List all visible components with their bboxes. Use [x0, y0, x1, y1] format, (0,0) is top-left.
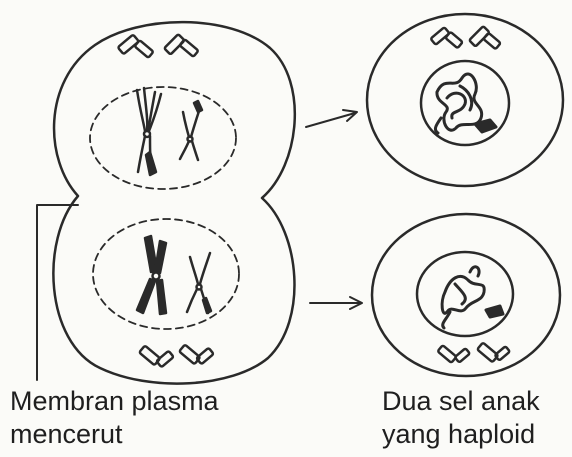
- lower-chromosome-large: [135, 234, 168, 316]
- upper-chromosome-large: [135, 86, 163, 177]
- dividing-cell-membrane: [52, 20, 297, 385]
- lower-nuclear-envelope: [92, 218, 240, 330]
- upper-daughter-nucleus: [419, 59, 511, 147]
- membrane-pointer-line: [36, 204, 79, 381]
- centriole-pair-bottom-left: [138, 345, 175, 368]
- lower-daughter-nucleus: [415, 250, 515, 338]
- lower-daughter-chromatin: [440, 265, 505, 330]
- lower-daughter-cell-membrane: [370, 212, 562, 378]
- daughter-cells-label: Dua sel anak yang haploid: [382, 385, 540, 451]
- upper-nuclear-envelope: [89, 86, 237, 190]
- lower-daughter-centriole-pair: [437, 342, 511, 364]
- membrane-label-line-1: Membran plasma: [10, 386, 219, 416]
- centriole-pair-top-left: [117, 34, 154, 59]
- upper-daughter-centriole-pair: [430, 25, 502, 50]
- daughter-cells-label-line-1: Dua sel anak: [382, 386, 540, 416]
- upper-daughter-cell-membrane: [365, 12, 565, 188]
- daughter-cells-label-line-2: yang haploid: [382, 419, 536, 449]
- lower-chromosome-small: [185, 251, 213, 315]
- arrow-to-lower-daughter: [309, 296, 363, 310]
- membrane-label-line-2: mencerut: [10, 419, 123, 449]
- centriole-pair-top-right: [163, 33, 199, 58]
- upper-daughter-chromatin: [433, 72, 498, 135]
- arrow-to-upper-daughter: [305, 109, 358, 128]
- upper-chromosome-small: [178, 99, 204, 162]
- centriole-pair-bottom-right: [178, 344, 215, 365]
- membrane-label: Membran plasma mencerut: [10, 385, 219, 451]
